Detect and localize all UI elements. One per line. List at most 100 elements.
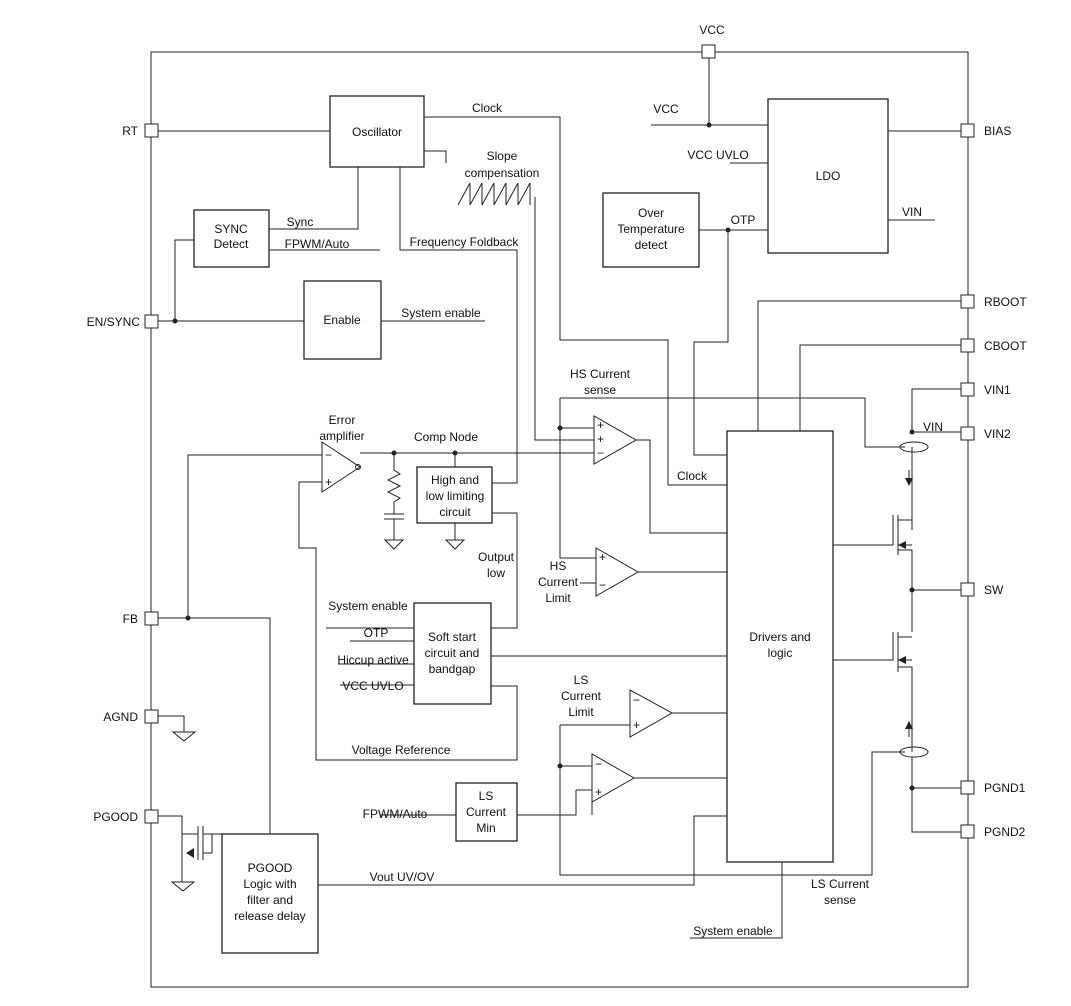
ldo-block: [767, 98, 889, 254]
svg-text:−: −: [633, 693, 640, 707]
error-amp-label-2: amplifier: [319, 429, 364, 443]
ss-otp-label: OTP: [364, 626, 389, 640]
ss-system-enable-label: System enable: [328, 599, 408, 613]
ls-min-comparator: − +: [591, 753, 636, 803]
drivers-logic-block: [726, 430, 834, 863]
pin-pgnd1-label: PGND1: [984, 781, 1026, 795]
otp-label: OTP: [731, 213, 756, 227]
ls-limit-comparator: − +: [629, 689, 674, 738]
svg-text:−: −: [595, 757, 602, 771]
limiting-label-1: High and: [431, 473, 479, 487]
pin-fb-label: FB: [123, 612, 138, 626]
pin-fb: [144, 611, 159, 626]
pin-sw: [960, 582, 975, 597]
drivers-label-1: Drivers and: [749, 630, 810, 644]
output-low-label-1: Output: [478, 550, 515, 564]
pin-rboot: [960, 294, 975, 309]
enable-label: Enable: [323, 313, 361, 327]
pin-sw-label: SW: [984, 583, 1004, 597]
system-enable-bottom-label: System enable: [693, 924, 773, 938]
pin-pgnd2-label: PGND2: [984, 825, 1026, 839]
ground-pgood: [158, 715, 222, 892]
limiting-label-2: low limiting: [426, 489, 485, 503]
drivers-label-2: logic: [768, 646, 793, 660]
clock-label-top: Clock: [472, 101, 503, 115]
clock-label-mid: Clock: [677, 469, 708, 483]
sync-label: Sync: [287, 215, 314, 229]
ss-vcc-uvlo-label: VCC UVLO: [342, 679, 403, 693]
vcc-uvlo-ldo-label: VCC UVLO: [687, 148, 748, 162]
sync-detect-label-2: Detect: [214, 237, 249, 251]
pin-pgood-label: PGOOD: [93, 810, 138, 824]
error-amp-label-1: Error: [329, 413, 356, 427]
pin-agnd-label: AGND: [103, 710, 138, 724]
pgood-logic-block: [221, 833, 319, 954]
pin-vin1-label: VIN1: [984, 383, 1011, 397]
sync-detect-label-1: SYNC: [214, 222, 248, 236]
svg-text:+: +: [633, 718, 640, 732]
hs-pwm-comparator: + + −: [593, 415, 638, 465]
fpwm-auto-sync-label: FPWM/Auto: [285, 237, 350, 251]
pin-bias-label: BIAS: [984, 124, 1011, 138]
ea-plus: +: [325, 475, 332, 489]
vin-ldo-label: VIN: [902, 205, 922, 219]
pin-vin1: [960, 382, 975, 397]
pgood-label-1: PGOOD: [248, 861, 293, 875]
comp-node-label: Comp Node: [414, 430, 478, 444]
pin-pgnd1: [960, 780, 975, 795]
hs-limit-comparator: + −: [595, 547, 640, 597]
hs-sense-label-2: sense: [584, 383, 616, 397]
soft-start-block: [413, 602, 492, 705]
pin-pgood: [144, 809, 159, 824]
ls-min-label-3: Min: [476, 821, 495, 835]
vout-uvov-label: Vout UV/OV: [370, 870, 435, 884]
over-temp-label-3: detect: [635, 238, 668, 252]
wires-top: [158, 58, 961, 486]
slope-label-1: Slope: [487, 149, 518, 163]
svg-text:−: −: [597, 446, 604, 460]
soft-start-label-1: Soft start: [428, 630, 477, 644]
over-temp-block: [602, 192, 700, 268]
fpwm-auto-ls-label: FPWM/Auto: [363, 807, 428, 821]
hs-limit-label-2: Current: [538, 575, 579, 589]
oscillator-block: [329, 95, 425, 168]
sync-detect-block: [193, 209, 270, 268]
ic-boundary: [150, 51, 969, 988]
pin-rboot-label: RBOOT: [984, 295, 1027, 309]
pin-cboot-label: CBOOT: [984, 339, 1027, 353]
output-low-label-2: low: [487, 566, 505, 580]
pin-vin2-label: VIN2: [984, 427, 1011, 441]
vin-inner-label: VIN: [923, 420, 943, 434]
vcc-inner-label: VCC: [653, 102, 679, 116]
pgood-label-2: Logic with: [243, 877, 296, 891]
ldo-label: LDO: [816, 169, 841, 183]
ls-current-min-block: [455, 782, 518, 842]
ea-minus: −: [325, 448, 332, 462]
freq-foldback-label: Frequency Foldback: [410, 235, 520, 249]
pin-vcc-label: VCC: [699, 23, 725, 37]
svg-text:+: +: [599, 550, 606, 564]
voltage-ref-label: Voltage Reference: [352, 743, 451, 757]
ls-sense-label-2: sense: [824, 893, 856, 907]
pin-cboot: [960, 338, 975, 353]
error-amplifier: − +: [321, 441, 361, 493]
pin-en-sync-label: EN/SYNC: [87, 315, 141, 329]
enable-block: [303, 280, 382, 360]
svg-text:+: +: [597, 432, 604, 446]
svg-text:+: +: [595, 785, 602, 799]
limiting-label-3: circuit: [439, 505, 471, 519]
pin-pgnd2: [960, 824, 975, 839]
pin-vin2: [960, 426, 975, 441]
over-temp-label-2: Temperature: [617, 222, 685, 236]
pin-agnd: [144, 709, 159, 724]
hs-limit-label-1: HS: [550, 559, 567, 573]
pin-rt-label: RT: [122, 124, 138, 138]
soft-start-label-3: bandgap: [429, 662, 476, 676]
ls-min-label-2: Current: [466, 805, 507, 819]
slope-label-2: compensation: [465, 166, 540, 180]
hs-sense-label-1: HS Current: [570, 367, 631, 381]
pin-rt: [144, 123, 159, 138]
ls-sense-label-1: LS Current: [811, 877, 870, 891]
ls-min-label-1: LS: [479, 789, 494, 803]
